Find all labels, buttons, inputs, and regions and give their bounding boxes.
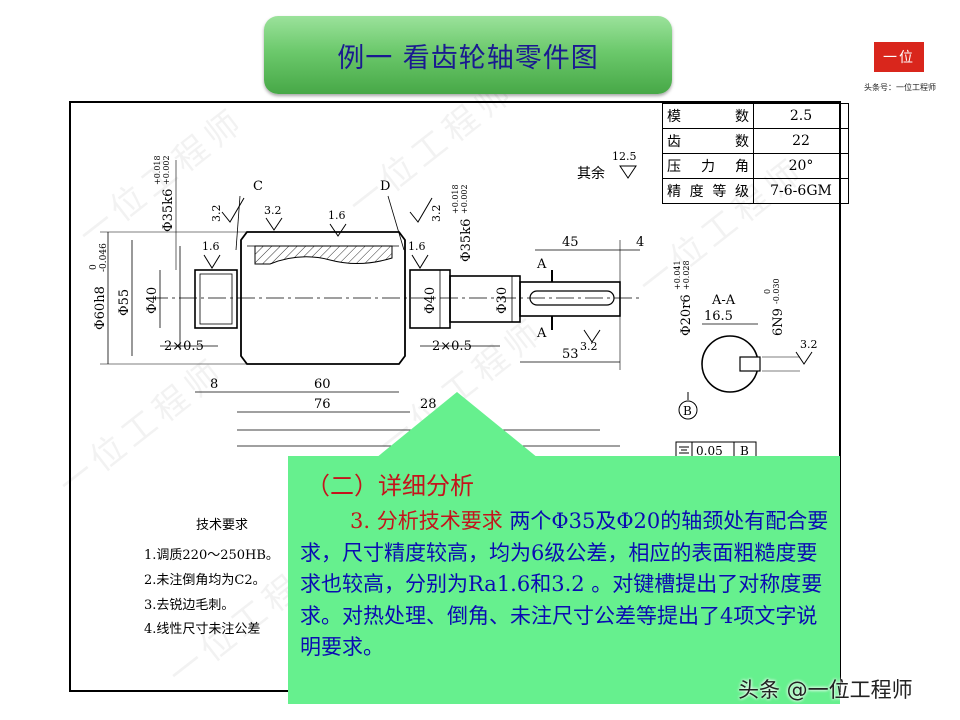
keyed-end [519, 281, 621, 317]
tol-35k6-upper: +0.018 [451, 184, 460, 214]
roughness-symbol [411, 254, 429, 269]
param-value: 20° [753, 153, 849, 179]
section-a-label: A [536, 326, 547, 341]
roughness-symbol [265, 217, 283, 231]
roughness-value: 3.2 [430, 205, 443, 223]
section-a-label: A [536, 257, 547, 272]
roughness-symbol [329, 223, 347, 237]
dim-dia-35k6-right: Φ35k6 [459, 219, 474, 262]
symmetry-tolerance-datum: B [740, 444, 749, 458]
dim-length-4: 4 [636, 235, 644, 250]
analysis-body: 两个Φ35及Φ20的轴颈处有配合要求，尺寸精度较高，均为6级公差，相应的表面粗糙… [300, 509, 829, 659]
dim-dia-20r6: Φ20r6 [679, 294, 694, 336]
dim-length-60: 60 [314, 377, 331, 392]
slide-title-banner: 例一 看齿轮轴零件图 [264, 16, 672, 94]
dim-length-53: 53 [562, 347, 579, 362]
keyway [529, 290, 615, 306]
roughness-value: 3.2 [210, 205, 223, 223]
tol-60h8-upper: 0 [89, 264, 99, 270]
tol-35k6-lower: +0.002 [162, 155, 171, 185]
roughness-value: 1.6 [408, 240, 426, 253]
chamfer-label-right: 2×0.5 [432, 339, 472, 354]
analysis-callout-box: （二）详细分析 3. 分析技术要求 两个Φ35及Φ20的轴颈处有配合要求，尺寸精… [288, 456, 840, 704]
section-aa-label: A-A [711, 293, 736, 308]
dim-dia-55: Φ55 [117, 289, 132, 316]
datum-b-label: B [683, 404, 692, 418]
roughness-value: 1.6 [202, 240, 220, 253]
roughness-symbol [583, 329, 601, 343]
roughness-value: 3.2 [264, 204, 282, 217]
footer-credit: 头条 @一位工程师 [738, 678, 913, 702]
tech-requirements-heading: 技术要求 [196, 518, 249, 533]
section-c-label: C [253, 179, 263, 194]
tol-20r6-lower: +0.028 [682, 260, 691, 290]
left-journal [194, 269, 238, 329]
dim-keyway-6n9: 6N9 [771, 308, 786, 336]
dim-length-76: 76 [314, 397, 331, 412]
roughness-value: 1.6 [328, 209, 346, 222]
dim-dia-40-left: Φ40 [145, 287, 160, 314]
tech-requirement-item: 3.去锐边毛刺。 [144, 598, 235, 613]
left-journal-chamfer [199, 273, 233, 325]
tol-6n9-upper: 0 [763, 289, 772, 294]
tech-requirement-item: 2.未注倒角均为C2。 [144, 573, 266, 588]
callout-arrow [376, 392, 538, 458]
roughness-symbol [795, 351, 813, 365]
param-label: 压力角 [662, 153, 754, 179]
tol-6n9-lower: -0.030 [772, 278, 781, 304]
roughness-value: 3.2 [800, 338, 818, 351]
roughness-symbol [203, 254, 221, 269]
dim-dia-40-right: Φ40 [423, 287, 438, 314]
tol-20r6-upper: +0.041 [673, 260, 682, 290]
gear-hatch [254, 245, 393, 265]
roughness-symbol [221, 197, 245, 223]
slide-title: 例一 看齿轮轴零件图 [337, 42, 599, 74]
dim-length-45: 45 [562, 235, 579, 250]
leader-line [387, 195, 405, 251]
symmetry-icon [679, 446, 689, 454]
analysis-paragraph: 3. 分析技术要求 两个Φ35及Φ20的轴颈处有配合要求，尺寸精度较高，均为6级… [300, 506, 836, 664]
symmetry-tolerance-value: 0.05 [696, 444, 723, 458]
section-aa-keyway [739, 356, 761, 372]
roughness-value: 12.5 [612, 150, 637, 163]
dim-dia-30: Φ30 [495, 287, 510, 314]
param-label: 模 数 [662, 103, 754, 129]
param-value: 7-6-6GM [753, 178, 849, 204]
param-value: 22 [753, 128, 849, 154]
tol-35k6-upper: +0.018 [153, 155, 162, 185]
section-d-label: D [380, 179, 390, 194]
param-label: 精度等级 [662, 178, 754, 204]
param-label: 齿 数 [662, 128, 754, 154]
tech-requirement-item: 1.调质220～250HB。 [144, 548, 279, 563]
dim-length-28: 28 [420, 397, 437, 412]
dim-dia-35k6-left: Φ35k6 [161, 189, 176, 232]
dim-dia-60h8: Φ60h8 [93, 286, 108, 330]
roughness-symbol [619, 165, 637, 179]
tol-60h8-lower: -0.046 [99, 243, 109, 272]
analysis-point-label: 3. 分析技术要求 [350, 509, 503, 533]
other-surfaces-label: 其余 [577, 165, 605, 182]
param-value: 2.5 [753, 103, 849, 129]
analysis-heading: （二）详细分析 [306, 472, 474, 500]
tol-35k6-lower: +0.002 [460, 184, 469, 214]
roughness-symbol [409, 197, 433, 223]
gear-body [240, 231, 406, 365]
dim-length-8: 8 [210, 377, 218, 392]
tech-requirement-item: 4.线性尺寸未注公差 [144, 622, 261, 637]
roughness-value: 3.2 [580, 340, 598, 353]
datum-b-circle [678, 400, 698, 420]
chamfer-label-left: 2×0.5 [164, 339, 204, 354]
brand-logo: 一位 [874, 42, 924, 72]
dim-16-5: 16.5 [704, 309, 733, 324]
brand-logo-caption: 头条号：一位工程师 [864, 83, 936, 92]
leader-line [235, 195, 241, 251]
